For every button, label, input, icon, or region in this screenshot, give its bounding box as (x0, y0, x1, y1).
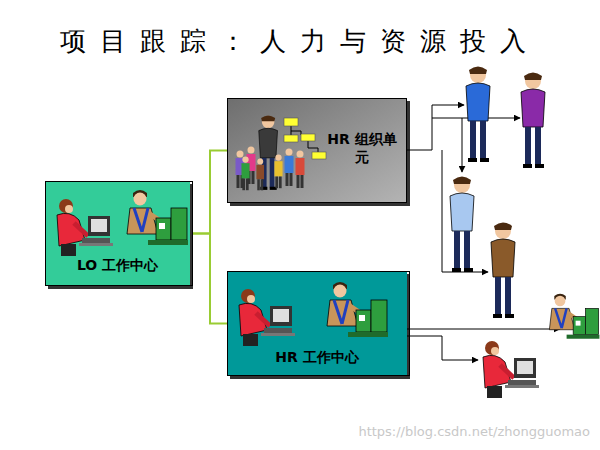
watermark: https://blog.csdn.net/zhongguomao (358, 424, 590, 439)
work-box: HR 组织单元 (227, 98, 407, 203)
box-label: LO 工作中心 (46, 257, 189, 275)
bracket-connector (193, 234, 227, 324)
work-box: LO 工作中心 (45, 181, 193, 286)
bracket-connector (193, 151, 227, 234)
box-label: HR 组织单元 (324, 131, 400, 166)
box-label: HR 工作中心 (228, 349, 406, 367)
title: 项目跟踪：人力与资源投入 (0, 24, 600, 59)
work-box: HR 工作中心 (227, 271, 410, 376)
